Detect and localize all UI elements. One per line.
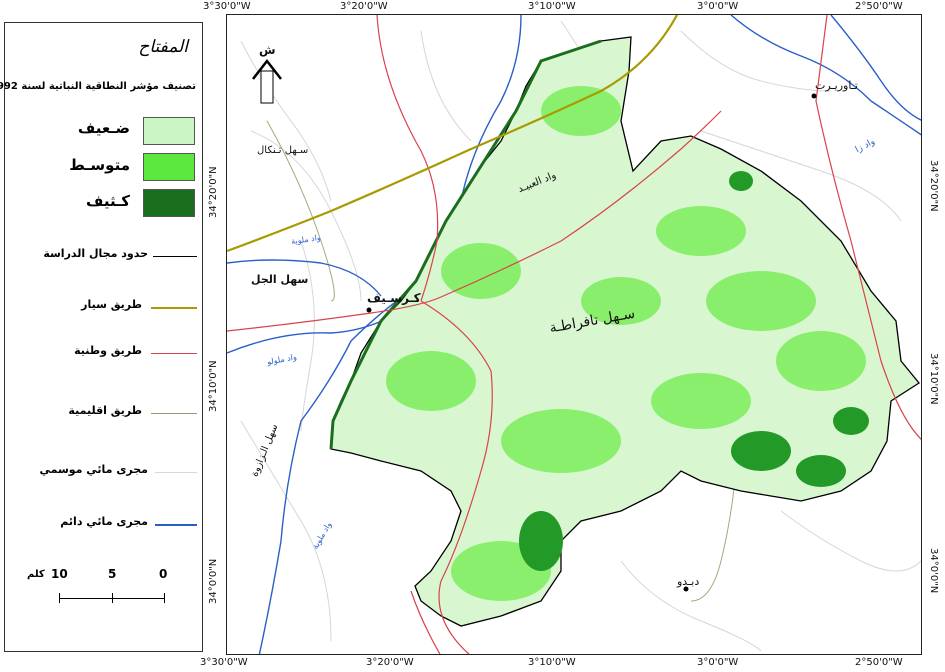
top-tick-1: 3°30'0"W — [203, 1, 251, 12]
swatch-dense — [143, 189, 195, 217]
line-sample-seasonal — [155, 472, 197, 473]
label-guercif: كـرسـيف — [367, 291, 421, 305]
map-legend: المفتاح تصنيف مؤشر النطاقية النباتية لسن… — [0, 22, 203, 652]
label-tinkal: سـهل تـنكال — [257, 145, 309, 156]
class-label-dense: كـثيف — [86, 192, 130, 210]
line-label-seasonal: مجرى مائي موسمي — [39, 463, 148, 476]
scale-unit: كلم — [27, 569, 45, 580]
swatch-weak — [143, 117, 195, 145]
top-tick-5: 2°50'0"W — [855, 1, 903, 12]
north-label: ش — [259, 43, 276, 57]
bottom-tick-2: 3°20'0"W — [366, 657, 414, 668]
top-tick-2: 3°20'0"W — [340, 1, 388, 12]
label-jel: سهل الجل — [251, 273, 309, 286]
scale-tick-5: 5 — [108, 567, 117, 581]
line-sample-permanent — [155, 524, 197, 526]
right-tick-1: 34°20'0"N — [928, 160, 939, 212]
scale-bar — [59, 593, 165, 603]
top-tick-3: 3°10'0"W — [528, 1, 576, 12]
class-label-weak: ضـعيف — [77, 119, 130, 137]
left-tick-1: 34°20'0"N — [208, 166, 219, 218]
label-debdou: دبـدو — [677, 575, 700, 588]
class-label-medium: متوسـط — [69, 156, 130, 174]
top-tick-4: 3°0'0"W — [697, 1, 739, 12]
national-roads — [227, 15, 921, 654]
line-sample-regional — [151, 413, 197, 414]
right-tick-3: 34°0'0"N — [928, 548, 939, 594]
legend-title: المفتاح — [138, 37, 188, 57]
swatch-medium — [143, 153, 195, 181]
line-label-boundary: حدود مجال الدراسة — [43, 247, 148, 260]
north-arrow — [252, 58, 282, 104]
line-sample-national — [151, 353, 197, 354]
nw-escarpment — [329, 39, 602, 450]
highway — [227, 15, 678, 253]
vegetation-dense — [519, 171, 869, 571]
seasonal-streams — [240, 20, 921, 652]
guercif-town-marker — [366, 307, 372, 313]
line-sample-boundary — [153, 256, 197, 257]
map-frame: ش تـاوريـرت واد زا سـهل تـنكال واد العبي… — [226, 14, 922, 655]
line-label-permanent: مجرى مائي دائم — [60, 515, 148, 528]
line-label-regional: طريق اقليمية — [68, 404, 142, 417]
permanent-rivers — [227, 15, 921, 654]
bottom-tick-4: 3°0'0"W — [697, 657, 739, 668]
bottom-tick-1: 3°30'0"W — [200, 657, 248, 668]
taourirt-town-marker — [811, 93, 817, 99]
study-area — [330, 36, 920, 627]
bottom-tick-5: 2°50'0"W — [855, 657, 903, 668]
scale-tick-10: 10 — [51, 567, 68, 581]
left-tick-3: 34°0'0"N — [208, 558, 219, 604]
right-tick-2: 34°10'0"N — [928, 353, 939, 405]
line-label-highway: طريق سيار — [81, 298, 142, 311]
line-sample-highway — [151, 307, 197, 309]
debdou-town-marker — [683, 586, 689, 592]
regional-roads — [266, 120, 737, 602]
bottom-tick-3: 3°10'0"W — [528, 657, 576, 668]
label-taourirt: تـاوريـرت — [815, 79, 858, 92]
line-label-national: طريق وطنية — [74, 344, 142, 357]
map-canvas — [227, 15, 921, 654]
legend-subtitle: تصنيف مؤشر النطاقية النباتية لسنة 1992 — [0, 81, 196, 92]
vegetation-medium — [386, 86, 866, 601]
left-tick-2: 34°10'0"N — [208, 360, 219, 412]
scale-tick-0: 0 — [159, 567, 168, 581]
